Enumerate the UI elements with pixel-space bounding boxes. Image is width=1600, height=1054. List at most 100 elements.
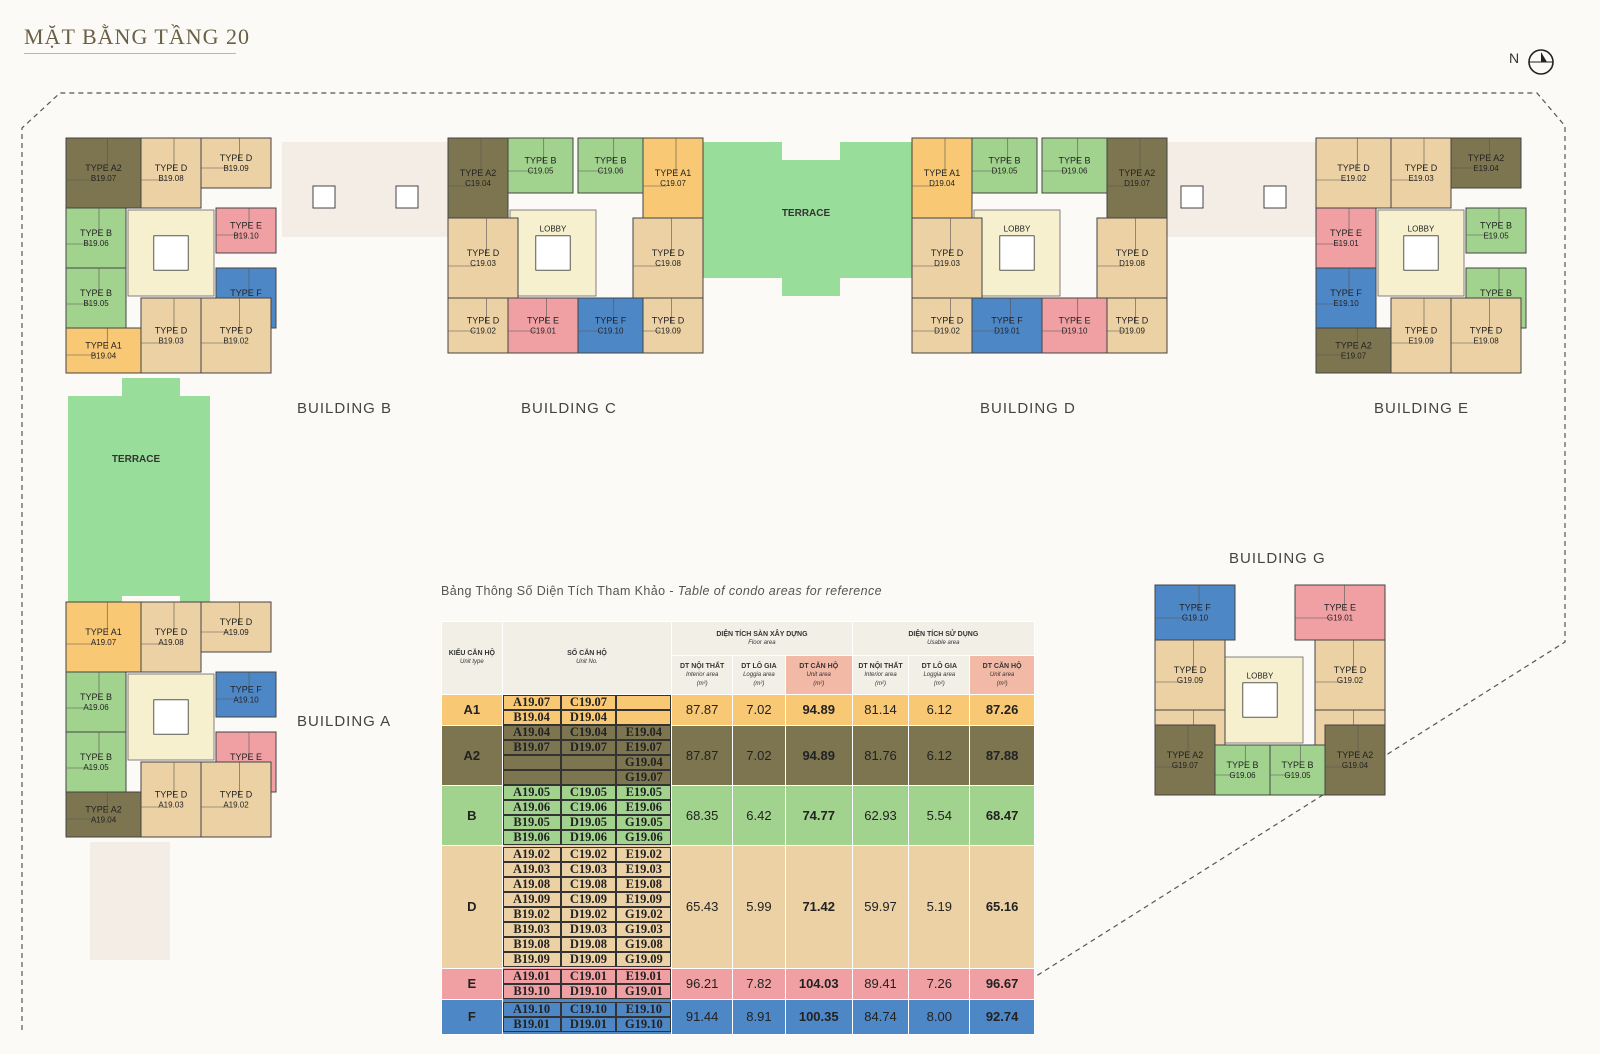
- unit-number-label: E19.05: [1483, 232, 1509, 241]
- unit-type-label: TYPE D: [220, 326, 253, 336]
- unit-number-label: G19.06: [1229, 771, 1256, 780]
- unit-number: G19.02: [616, 906, 672, 922]
- unit-number-label: E19.02: [1341, 174, 1367, 183]
- unit-number-label: B19.05: [83, 299, 109, 308]
- area-floor-interior: 65.43: [671, 844, 734, 969]
- unit-number-label: D19.10: [1062, 327, 1088, 336]
- unit-number-label: E19.10: [1333, 299, 1359, 308]
- unit-type-label: TYPE D: [1174, 665, 1207, 675]
- building-d-core: LOBBY: [973, 209, 1061, 297]
- unit-number: G19.04: [616, 755, 672, 770]
- site-boundary: [21, 92, 1566, 1030]
- unit-number: D19.01: [560, 1016, 617, 1032]
- building-c-core: LOBBY: [509, 209, 597, 297]
- unit-type-label: TYPE B: [988, 156, 1020, 166]
- unit-type-label: TYPE B: [1226, 760, 1258, 770]
- area-use-unit: 65.16: [969, 844, 1035, 969]
- unit-type-label: TYPE D: [220, 790, 253, 800]
- unit-number: B19.10: [502, 983, 561, 999]
- unit-number-label: A19.05: [83, 763, 109, 772]
- unit-type-label: TYPE D: [155, 627, 188, 637]
- unit-number: [616, 695, 672, 710]
- unit-type-label: TYPE F: [230, 685, 262, 695]
- unit-number: D19.04: [560, 710, 617, 725]
- unit-number-label: D19.09: [1119, 327, 1145, 336]
- unit-type-label: TYPE E: [527, 316, 559, 326]
- unit-number-label: D19.01: [994, 327, 1020, 336]
- unit-type-label: TYPE D: [1405, 163, 1438, 173]
- unit-type-label: TYPE B: [594, 156, 626, 166]
- unit-number: D19.10: [560, 983, 617, 999]
- table-caption: Bảng Thông Số Diện Tích Tham Khảo - Tabl…: [441, 584, 882, 598]
- unit-number: E19.09: [616, 891, 672, 907]
- unit-number-label: E19.04: [1473, 164, 1499, 173]
- unit-type-label: TYPE D: [467, 248, 500, 258]
- unit-number: B19.04: [502, 710, 561, 725]
- unit-number-label: D19.03: [934, 259, 960, 268]
- unit-type-label: TYPE A1: [85, 341, 122, 351]
- unit-type-label: TYPE F: [230, 288, 262, 298]
- unit-type-cell: B: [441, 784, 503, 846]
- unit-number: C19.08: [560, 876, 617, 892]
- unit-type-label: TYPE D: [1116, 316, 1149, 326]
- unit-type-label: TYPE D: [467, 316, 500, 326]
- area-use-loggia: 7.26: [908, 967, 971, 1000]
- unit-number: A19.06: [502, 800, 561, 815]
- unit-number: B19.08: [502, 936, 561, 952]
- unit-type-label: TYPE A1: [924, 168, 961, 178]
- unit-type-label: TYPE A2: [1337, 750, 1374, 760]
- unit-number: C19.07: [560, 695, 617, 710]
- unit-number: E19.06: [616, 800, 672, 815]
- area-floor-interior: 68.35: [671, 784, 734, 846]
- unit-type-label: TYPE B: [1281, 760, 1313, 770]
- unit-type-label: TYPE A2: [460, 168, 497, 178]
- area-floor-interior: 91.44: [671, 998, 734, 1035]
- void-1: [312, 185, 336, 209]
- compass-icon: [1528, 49, 1554, 75]
- area-use-unit: 68.47: [969, 784, 1035, 846]
- unit-number-label: B19.03: [158, 337, 184, 346]
- area-floor-loggia: 7.02: [732, 724, 786, 786]
- unit-number: D19.07: [560, 740, 617, 755]
- unit-number: [502, 755, 561, 770]
- building-g-core: LOBBY: [1216, 656, 1304, 744]
- area-use-interior: 84.74: [851, 998, 910, 1035]
- unit-type-label: TYPE F: [991, 316, 1023, 326]
- void-2: [395, 185, 419, 209]
- unit-number: B19.01: [502, 1016, 561, 1032]
- unit-number-label: G19.04: [1342, 761, 1369, 770]
- unit-number: C19.06: [560, 800, 617, 815]
- area-floor-unit: 71.42: [784, 844, 853, 969]
- unit-number-label: C19.04: [465, 179, 491, 188]
- unit-type-label: TYPE F: [1330, 288, 1362, 298]
- unit-type-label: TYPE A2: [1119, 168, 1156, 178]
- unit-number-label: B19.04: [91, 352, 117, 361]
- unit-number-label: A19.02: [223, 801, 249, 810]
- unit-number: C19.02: [560, 846, 617, 862]
